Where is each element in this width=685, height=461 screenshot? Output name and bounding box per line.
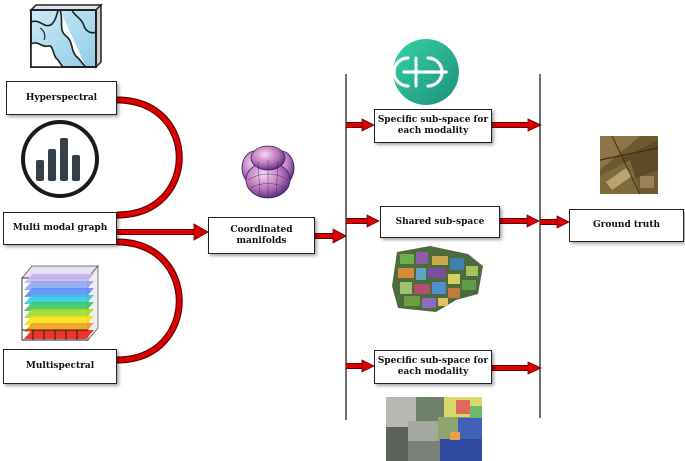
arrow-shared-out	[500, 214, 540, 228]
multispectral-node: Multispectral	[3, 349, 117, 384]
hyperspectral-node: Hyperspectral	[6, 81, 117, 115]
hyperspectral-map-icon	[29, 3, 103, 69]
ground-truth-image	[599, 135, 659, 195]
subspace-logo-icon	[392, 39, 459, 105]
shared-subspace-image	[392, 246, 483, 312]
coordinated-manifolds-node: Coordinated manifolds	[208, 217, 315, 254]
manifold-sphere-icon	[241, 145, 295, 199]
connector-top	[116, 96, 183, 219]
arrow-to-ground-truth	[540, 215, 570, 229]
shared-subspace-node: Shared sub-space	[380, 206, 500, 238]
arrow-graph-to-manifolds	[117, 223, 209, 241]
arrow-manifolds-to-divider	[315, 228, 347, 244]
specific-subspace-bottom-node: Specific sub-space for each modality	[374, 350, 492, 384]
arrow-to-specific-top	[346, 118, 375, 132]
ground-truth-node: Ground truth	[569, 209, 684, 242]
arrow-to-shared	[346, 214, 380, 228]
multi-modal-graph-node: Multi modal graph	[3, 212, 117, 245]
specific-subspace-image	[386, 397, 482, 461]
connector-bottom	[116, 238, 183, 364]
specific-subspace-top-node: Specific sub-space for each modality	[374, 109, 492, 143]
arrow-specific-bottom-out	[492, 361, 542, 375]
arrow-specific-top-out	[492, 118, 542, 132]
arrow-to-specific-bottom	[346, 359, 375, 373]
multispectral-cube-icon	[21, 264, 99, 342]
bar-graph-icon	[21, 120, 99, 198]
